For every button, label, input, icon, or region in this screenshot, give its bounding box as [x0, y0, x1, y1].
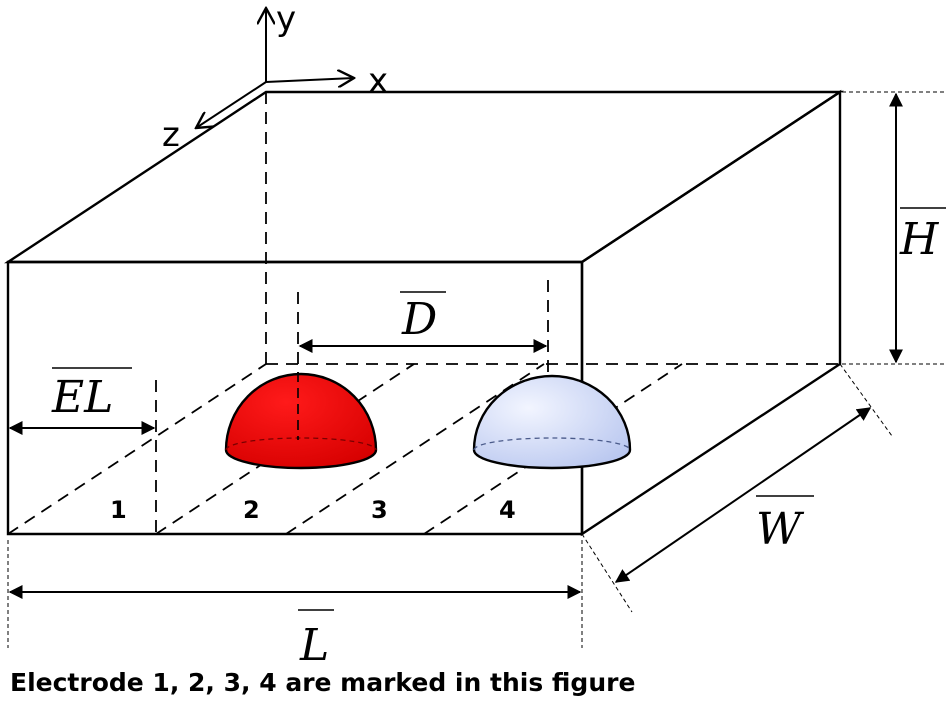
- dimension-h: H: [842, 91, 946, 365]
- electrode-number-1: 1: [110, 496, 127, 524]
- electrode-blue-hemisphere: [472, 374, 632, 470]
- electrode-number-3: 3: [371, 496, 388, 524]
- electrode-number-2: 2: [243, 496, 260, 524]
- box-side-face: [580, 89, 842, 537]
- dimension-el: EL: [8, 367, 156, 435]
- x-axis-label: x: [368, 61, 388, 101]
- dimension-d: D: [298, 291, 548, 353]
- z-axis-label: z: [162, 115, 180, 155]
- w-label: W: [756, 504, 805, 555]
- hidden-edges: [7, 92, 840, 535]
- electrode-red-hemisphere: [224, 372, 378, 470]
- h-label: H: [899, 214, 940, 265]
- dimension-l: L: [7, 540, 583, 671]
- l-label: L: [299, 620, 329, 671]
- coordinate-axes: y x z: [162, 0, 388, 155]
- d-label: D: [401, 294, 437, 345]
- z-axis-arrow: [196, 81, 267, 128]
- dimension-w: W: [581, 363, 893, 613]
- x-axis-arrow: [265, 78, 354, 82]
- el-label: EL: [51, 372, 113, 423]
- electrode-number-4: 4: [499, 496, 516, 524]
- y-axis-label: y: [276, 0, 296, 39]
- electrode-numbers: 1 2 3 4: [110, 496, 516, 524]
- box-top-face: [3, 90, 845, 264]
- figure-caption: Electrode 1, 2, 3, 4 are marked in this …: [10, 668, 636, 697]
